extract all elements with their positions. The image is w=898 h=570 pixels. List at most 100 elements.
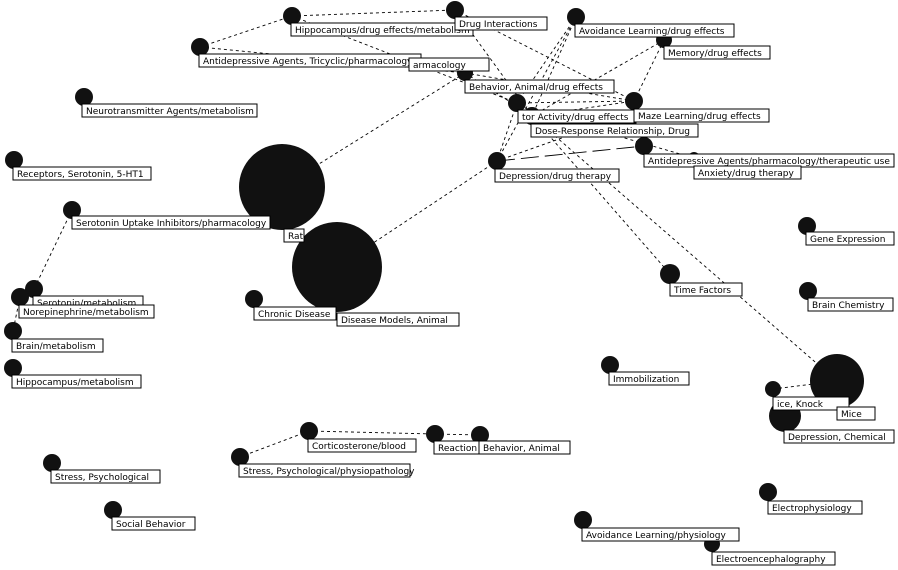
edge-behavior-drug-maze-drug: [516, 100, 635, 104]
node-time-factors[interactable]: [660, 264, 680, 284]
node-gene-exp[interactable]: [798, 217, 816, 235]
edge-mice-knock-mice: [772, 380, 838, 390]
label-box-hippo-metab: [11, 374, 142, 389]
label-cortico[interactable]: Corticosterone/blood: [307, 438, 417, 453]
node-ssri[interactable]: [63, 201, 81, 219]
node-hippo-drug[interactable]: [283, 7, 301, 25]
label-immobilization[interactable]: Immobilization: [608, 371, 690, 386]
node-stress-psych[interactable]: [43, 454, 61, 472]
node-avoid-drug[interactable]: [567, 8, 585, 26]
label-avoid-phys[interactable]: Avoidance Learning/physiology: [581, 527, 740, 542]
label-behavior-drug[interactable]: Behavior, Animal/drug effects: [464, 79, 615, 94]
node-social[interactable]: [104, 501, 122, 519]
label-antidep-tri[interactable]: Antidepressive Agents, Tricyclic/pharmac…: [198, 53, 422, 68]
label-memory-drug[interactable]: Memory/drug effects: [663, 45, 771, 60]
label-rats[interactable]: Rat: [283, 228, 305, 243]
label-stress-psych[interactable]: Stress, Psychological: [50, 469, 161, 484]
node-disease-models[interactable]: [292, 222, 382, 312]
label-pharmacology[interactable]: armacology: [408, 57, 490, 72]
label-brain-chem[interactable]: Brain Chemistry: [807, 297, 894, 312]
label-box-social: [111, 516, 196, 531]
edge-hippo-drug-drug-int: [291, 9, 456, 17]
node-stress-phys[interactable]: [231, 448, 249, 466]
label-disease-models[interactable]: Disease Models, Animal: [336, 312, 460, 327]
label-mice-knock[interactable]: ice, Knock: [772, 396, 850, 411]
label-anxiety[interactable]: Anxiety/drug therapy: [693, 165, 802, 180]
node-mice[interactable]: [810, 354, 864, 408]
label-text-dose-resp: Dose-Response Relationship, Drug: [535, 127, 690, 137]
label-text-memory-drug: Memory/drug effects: [668, 49, 762, 59]
label-social[interactable]: Social Behavior: [111, 516, 196, 531]
label-box-pharmacology: [408, 57, 490, 72]
node-antidep-tri[interactable]: [191, 38, 209, 56]
label-motor-drug[interactable]: tor Activity/drug effects: [517, 109, 637, 124]
label-text-immobilization: Immobilization: [613, 375, 679, 385]
node-drug-int[interactable]: [446, 1, 464, 19]
label-avoid-drug[interactable]: Avoidance Learning/drug effects: [574, 23, 735, 38]
label-box-brain-chem: [807, 297, 894, 312]
label-text-chronic: Chronic Disease: [258, 310, 331, 320]
label-chronic[interactable]: Chronic Disease: [253, 306, 337, 321]
node-mice-knock[interactable]: [765, 381, 781, 397]
label-text-behavior-drug: Behavior, Animal/drug effects: [469, 83, 603, 93]
node-antidep-ther[interactable]: [635, 137, 653, 155]
label-reaction[interactable]: Reaction: [433, 440, 483, 455]
label-depression-dt[interactable]: Depression/drug therapy: [494, 168, 620, 183]
node-brain-chem[interactable]: [799, 282, 817, 300]
label-depression-ch[interactable]: Depression, Chemical: [783, 429, 895, 444]
edge-antidep-tri-hippo-drug: [199, 15, 293, 48]
label-hippo-metab[interactable]: Hippocampus/metabolism: [11, 374, 142, 389]
node-maze-drug[interactable]: [625, 92, 643, 110]
label-text-antidep-tri: Antidepressive Agents, Tricyclic/pharmac…: [203, 57, 413, 67]
label-text-ssri: Serotonin Uptake Inhibitors/pharmacology: [76, 219, 267, 229]
label-electrophys[interactable]: Electrophysiology: [767, 500, 863, 515]
label-hippo-drug[interactable]: Hippocampus/drug effects/metabolism: [290, 22, 474, 37]
label-behavior[interactable]: Behavior, Animal: [478, 440, 571, 455]
node-behavior-drug[interactable]: [508, 94, 526, 112]
label-box-avoid-phys: [581, 527, 740, 542]
node-hippo-metab[interactable]: [4, 359, 22, 377]
label-antidep-ther[interactable]: Antidepressive Agents/pharmacology/thera…: [643, 153, 895, 168]
label-text-neuro-metab: Neurotransmitter Agents/metabolism: [86, 107, 254, 117]
node-reaction[interactable]: [426, 425, 444, 443]
label-ssri[interactable]: Serotonin Uptake Inhibitors/pharmacology: [71, 215, 271, 230]
node-rats[interactable]: [239, 144, 325, 230]
label-norepi[interactable]: Norepinephrine/metabolism: [18, 304, 155, 319]
node-neuro-metab[interactable]: [75, 88, 93, 106]
node-depression-dt[interactable]: [488, 152, 506, 170]
label-text-depression-dt: Depression/drug therapy: [499, 172, 612, 182]
edge-memory-drug-maze-drug: [633, 39, 665, 102]
label-maze-drug[interactable]: Maze Learning/drug effects: [633, 108, 770, 123]
label-neuro-metab[interactable]: Neurotransmitter Agents/metabolism: [81, 103, 258, 118]
node-serotonin[interactable]: [25, 280, 43, 298]
label-gene-exp[interactable]: Gene Expression: [805, 231, 895, 246]
label-text-stress-phys: Stress, Psychological/physiopathology: [243, 467, 415, 477]
label-mice[interactable]: Mice: [836, 406, 876, 421]
label-brain-metab[interactable]: Brain/metabolism: [11, 338, 104, 353]
label-box-memory-drug: [663, 45, 771, 60]
label-receptors[interactable]: Receptors, Serotonin, 5-HT1: [12, 166, 152, 181]
label-eeg[interactable]: Electroencephalography: [711, 551, 836, 566]
node-behavior[interactable]: [471, 426, 489, 444]
node-brain-metab[interactable]: [4, 322, 22, 340]
label-dose-resp[interactable]: Dose-Response Relationship, Drug: [530, 123, 699, 138]
edge-cortico-stress-phys: [239, 430, 310, 458]
label-box-behavior: [478, 440, 571, 455]
label-stress-phys[interactable]: Stress, Psychological/physiopathology: [238, 463, 415, 478]
node-electrophys[interactable]: [759, 483, 777, 501]
label-time-factors[interactable]: Time Factors: [669, 282, 743, 297]
node-cortico[interactable]: [300, 422, 318, 440]
node-norepi[interactable]: [11, 288, 29, 306]
label-drug-int[interactable]: Drug Interactions: [454, 16, 548, 31]
edge-avoid-drug-motor-drug: [531, 16, 577, 117]
node-avoid-phys[interactable]: [574, 511, 592, 529]
label-text-mice-knock: ice, Knock: [777, 400, 824, 410]
node-chronic[interactable]: [245, 290, 263, 308]
label-box-receptors: [12, 166, 152, 181]
node-receptors[interactable]: [5, 151, 23, 169]
label-text-norepi: Norepinephrine/metabolism: [23, 308, 149, 318]
edge-memory-drug-motor-drug: [531, 39, 665, 117]
node-immobilization[interactable]: [601, 356, 619, 374]
node-layer: Hippocampus/drug effects/metabolismDrug …: [4, 1, 895, 566]
